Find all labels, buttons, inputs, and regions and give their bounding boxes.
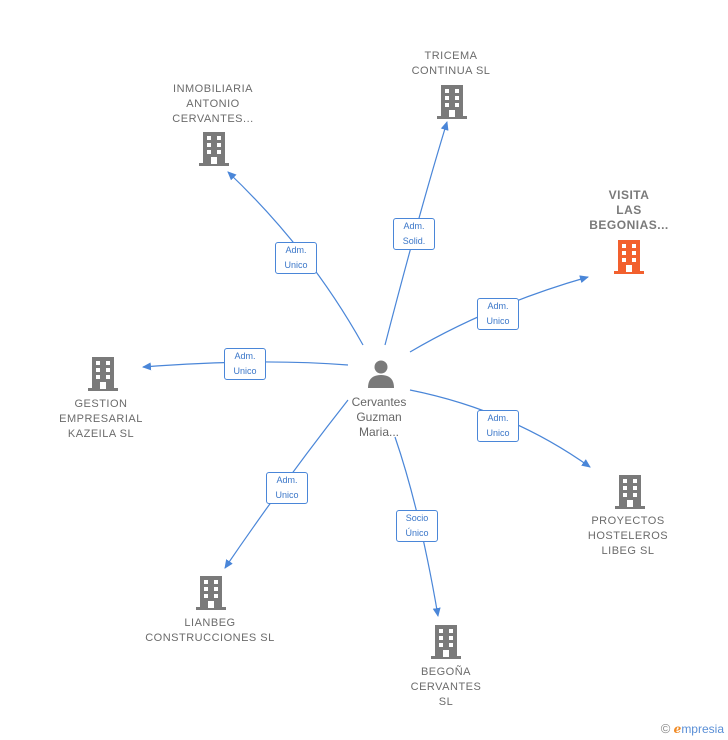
role-label-lianbeg: Adm. Unico <box>266 472 308 504</box>
person-icon[interactable] <box>366 358 396 388</box>
building-icon-highlighted[interactable] <box>614 240 644 274</box>
building-icon[interactable] <box>437 85 467 119</box>
company-name-gestion[interactable]: GESTION EMPRESARIAL KAZEILA SL <box>59 398 143 440</box>
building-icon[interactable] <box>615 475 645 509</box>
company-name-begona[interactable]: BEGOÑA CERVANTES SL <box>410 666 482 708</box>
company-name-lianbeg[interactable]: LIANBEG CONSTRUCCIONES SL <box>145 617 275 644</box>
role-label-inmobiliaria: Adm. Unico <box>275 242 317 274</box>
company-name-tricema[interactable]: TRICEMA CONTINUA SL <box>411 50 491 77</box>
company-name-proyectos[interactable]: PROYECTOS HOSTELEROS LIBEG SL <box>587 515 669 557</box>
role-label-gestion: Adm. Unico <box>224 348 266 380</box>
company-name-inmobiliaria[interactable]: INMOBILIARIA ANTONIO CERVANTES... <box>172 83 254 125</box>
building-icon[interactable] <box>431 625 461 659</box>
copyright-symbol: © <box>660 721 671 736</box>
brand-rest: mpresia <box>681 722 724 736</box>
empresia-logo[interactable]: © empresia <box>661 721 724 736</box>
brand-e: e <box>673 722 682 736</box>
company-name-visita[interactable]: VISITA LAS BEGONIAS... <box>589 188 669 232</box>
role-label-proyectos: Adm. Unico <box>477 410 519 442</box>
role-label-visita: Adm. Unico <box>477 298 519 330</box>
role-label-begona: Socio Único <box>396 510 438 542</box>
building-icon[interactable] <box>88 357 118 391</box>
building-icon[interactable] <box>196 576 226 610</box>
center-person-name[interactable]: Cervantes Guzman Maria... <box>351 395 407 439</box>
role-label-tricema: Adm. Solid. <box>393 218 435 250</box>
building-icon[interactable] <box>199 132 229 166</box>
